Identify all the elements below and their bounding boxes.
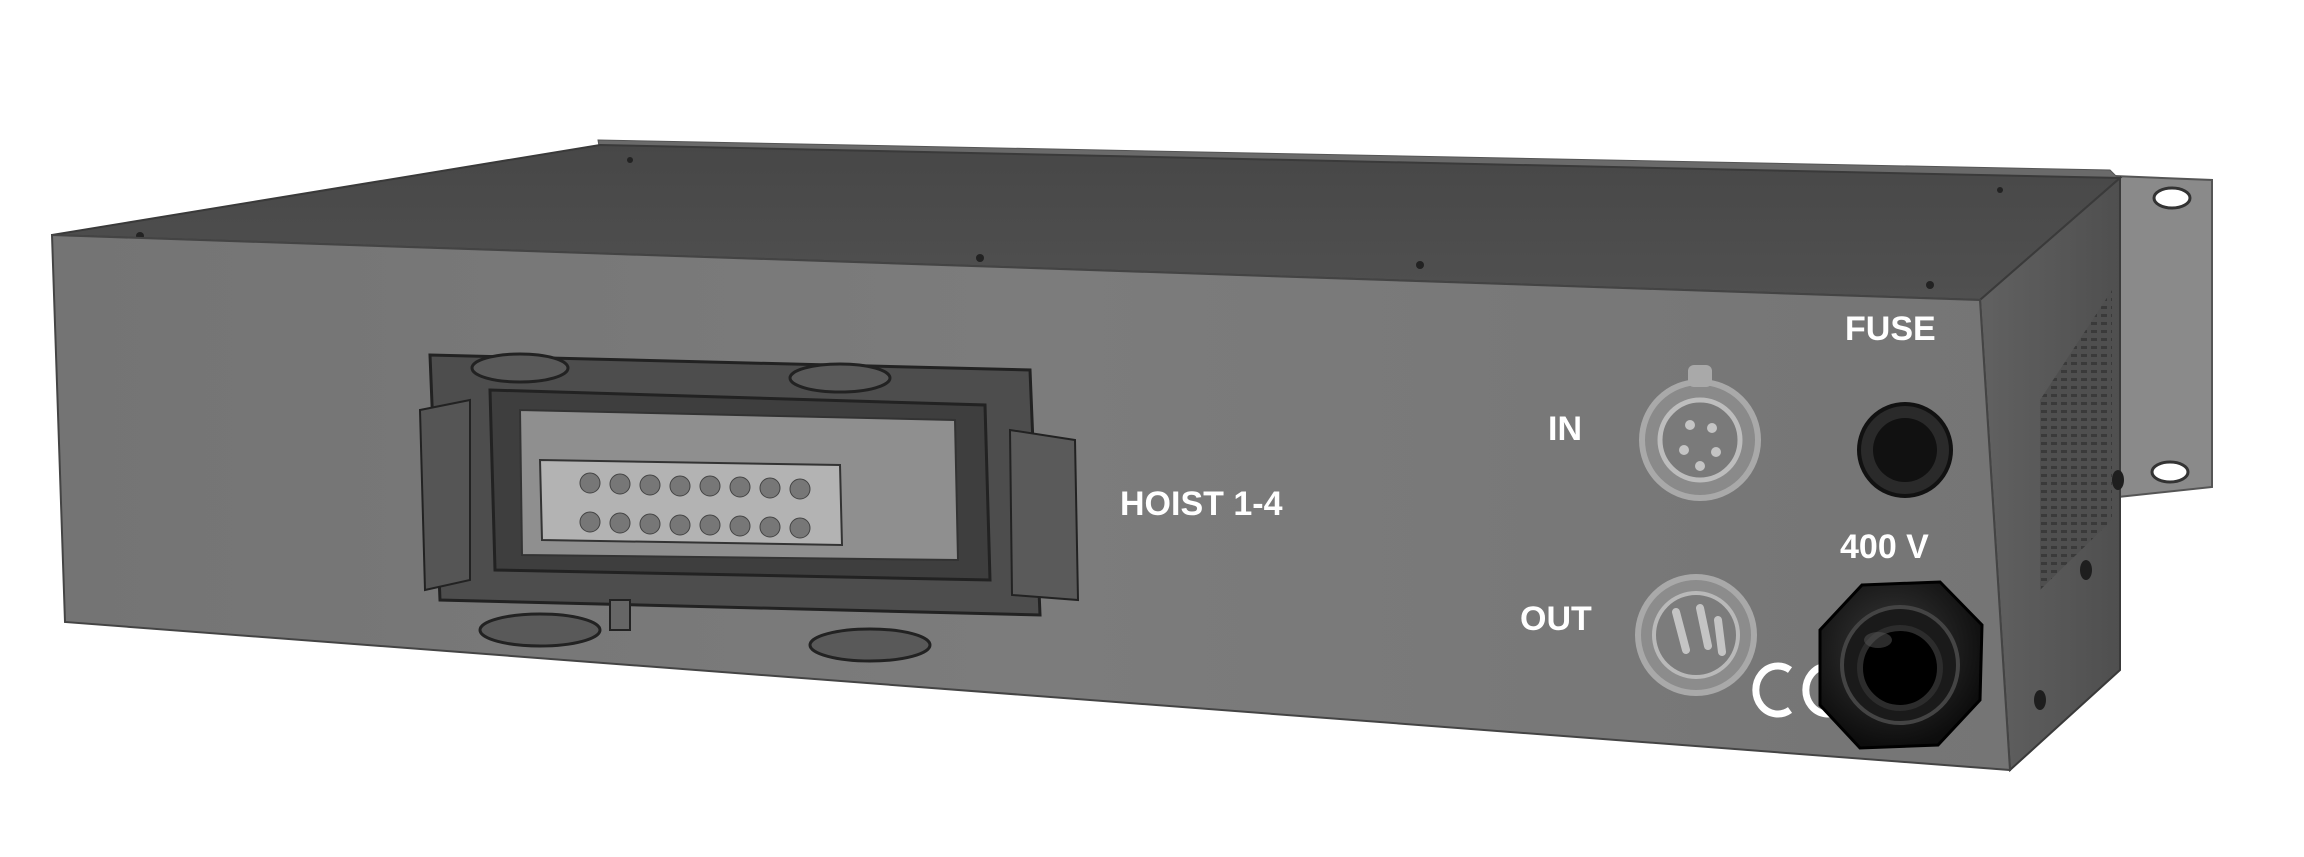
connector-pins bbox=[579, 472, 811, 539]
xlr-5pin-female-socket-icon bbox=[1639, 365, 1761, 501]
heavy-duty-multipin-connector-icon bbox=[418, 352, 1080, 663]
fuse-label: FUSE bbox=[1845, 310, 1936, 348]
hoist-label: HOIST 1-4 bbox=[1120, 485, 1283, 523]
voltage-label: 400 V bbox=[1840, 528, 1929, 566]
dmx-out-label: OUT bbox=[1520, 600, 1592, 638]
fuse-holder-icon bbox=[1857, 402, 1953, 498]
side-screws bbox=[2034, 470, 2124, 710]
rack-ear-hole-top bbox=[2152, 186, 2192, 210]
top-screws bbox=[136, 157, 2003, 289]
rack-ear-hole-bottom bbox=[2150, 460, 2190, 484]
dmx-in-label: IN bbox=[1548, 410, 1582, 448]
cable-gland-icon bbox=[1818, 580, 1984, 750]
side-vent-grille bbox=[2040, 290, 2112, 590]
xlr-5pin-male-plug-icon bbox=[1635, 574, 1757, 696]
